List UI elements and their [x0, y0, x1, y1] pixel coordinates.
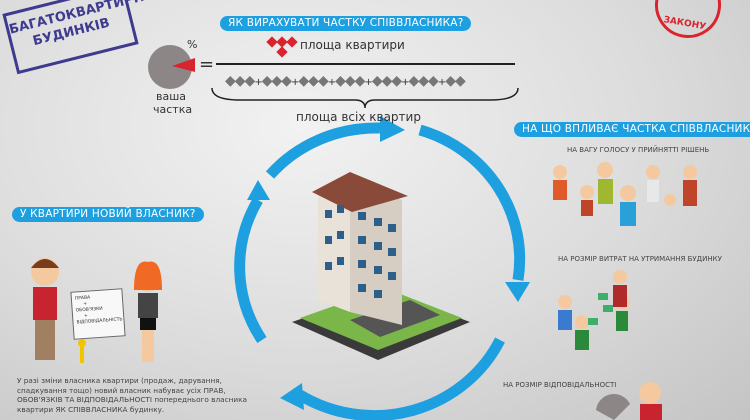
apartment-tiles-icon: [266, 36, 298, 58]
arrow-heads: [247, 116, 530, 410]
rights-document: ПРАВА + ОБОВ'ЯЗКИ + ВІДПОВІДАЛЬНІСТЬ: [70, 288, 126, 340]
new-owner-description: У разі зміни власника квартири (продаж, …: [17, 376, 248, 414]
your-share-line: частка: [153, 103, 193, 116]
plus-sign: +: [291, 77, 299, 88]
building-illustration: [292, 172, 470, 360]
influence-item-costs: НА РОЗМІР ВИТРАТ НА УТРИМАННЯ БУДИНКУ: [558, 255, 722, 263]
all-apartments-tiles: ◆◆◆+◆◆◆+◆◆◆+◆◆◆+◆◆◆+◆◆◆+◆◆: [225, 73, 466, 89]
people-illustrations: [31, 162, 697, 420]
equals-sign: =: [199, 54, 215, 75]
influence-heading: НА ЩО ВПЛИВАЄ ЧАСТКА СПІВВЛАСНИКА?: [514, 122, 750, 137]
your-share-line: ваша: [155, 90, 187, 103]
cycle-arrows: [234, 122, 526, 420]
percent-sign: %: [187, 38, 198, 51]
denominator-label: площа всіх квартир: [296, 110, 421, 124]
numerator-label: площа квартири: [300, 38, 405, 52]
plus-sign: +: [327, 77, 336, 88]
plus-sign: +: [364, 77, 372, 88]
plus-sign: +: [254, 77, 262, 88]
formula-heading: ЯК ВИРАХУВАТИ ЧАСТКУ СПІВВЛАСНИКА?: [220, 16, 472, 31]
influence-item-vote: НА ВАГУ ГОЛОСУ У ПРИЙНЯТТІ РІШЕНЬ: [567, 146, 710, 154]
influence-item-responsibility: НА РОЗМІР ВІДПОВІДАЛЬНОСТІ: [503, 381, 617, 389]
plus-sign: +: [401, 77, 409, 88]
new-owner-heading: У КВАРТИРИ НОВИЙ ВЛАСНИК?: [12, 207, 204, 222]
brace: [211, 87, 519, 109]
plus-sign: +: [437, 77, 446, 88]
share-pie-icon: [148, 45, 195, 89]
